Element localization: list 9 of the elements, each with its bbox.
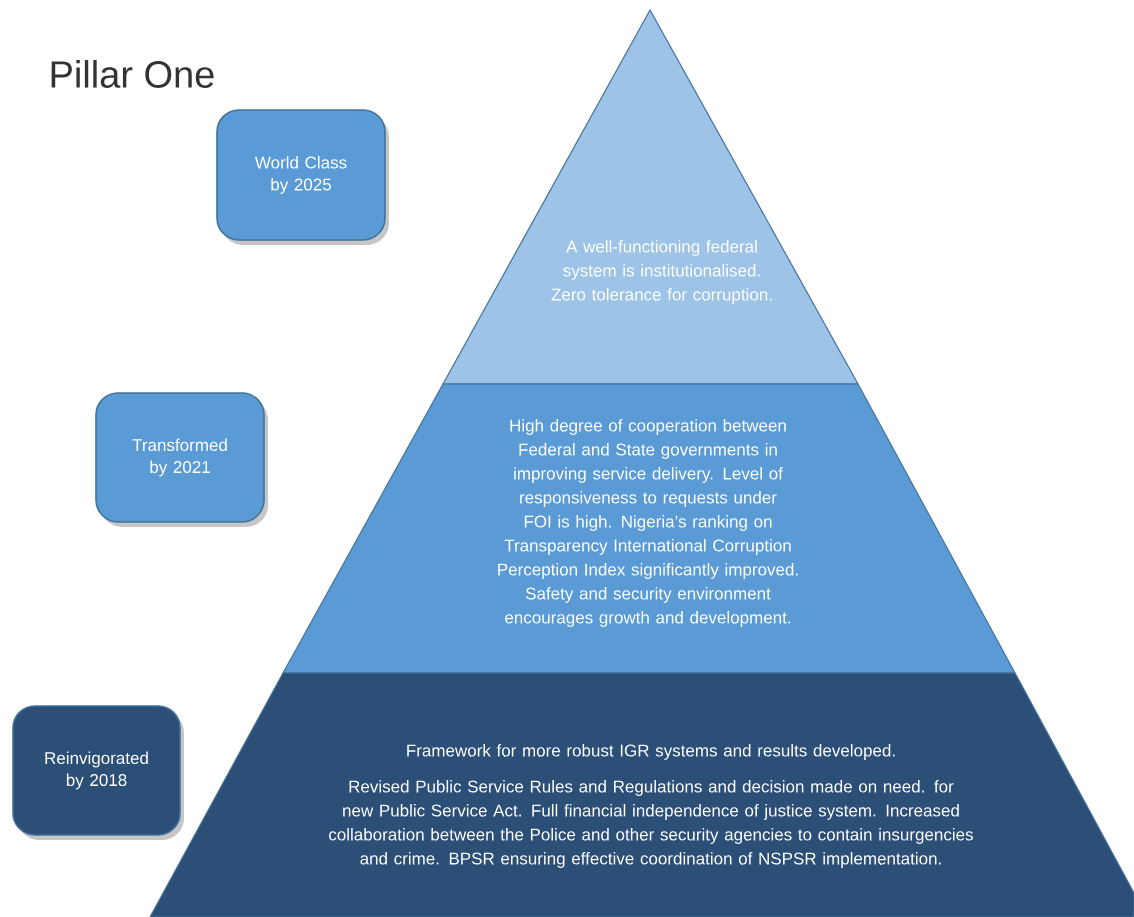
pyramid-tier: High degree of cooperation between Federal and State governments in improving service delivery. Level of responsiveness to requests under FOI is high. Nigeria’s ranking on Transparency International Corruption Perception Index significantly improved. Safety and security environment encourages growth and development. <box>282 383 1016 674</box>
pyramid-tier: A well-functioning federal system is institutionalised. Zero tolerance for corruption. <box>442 9 859 385</box>
rounded-box: Transformed by 2021 <box>95 392 268 527</box>
node-label: Revised Public Service Rules and Regulations and decision made on need. for new Public Service Act. Full financial independence of justice system. Increased collaboration between the Police and other security agencies to contain insurgencies and crime. BPSR ensuring effective coordination of NSPSR implementation. <box>329 780 973 868</box>
pyramid-tier: Framework for more robust IGR systems and results developed. Revised Public Service Rules and Regulations and decision made on need. for new Public Service Act. Full financial independence of justice system. Increased collaboration between the Police and other security agencies to contain insurgencies and crime. BPSR ensuring effective coordination of NSPSR implementation. <box>149 672 1134 917</box>
node-label: Framework for more robust IGR systems and results developed. <box>407 744 895 760</box>
title: Pillar One <box>51 60 214 88</box>
rounded-box: World Class by 2025 <box>216 109 389 245</box>
rounded-box: Reinvigorated by 2018 <box>12 705 184 840</box>
